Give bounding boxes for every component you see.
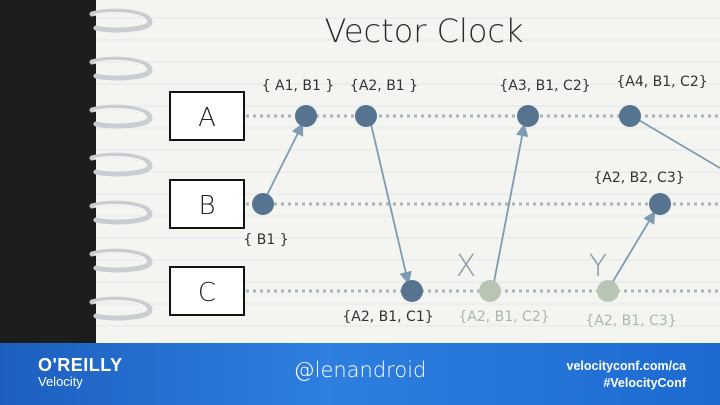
marker-x: X — [456, 249, 477, 284]
conference-url: velocityconf.com/ca — [566, 359, 687, 373]
event-label-b1: { B1 } — [243, 232, 288, 248]
oreilly-velocity-logo: O'REILLY Velocity — [38, 356, 123, 390]
event-label-a1: { A1, B1 } — [262, 78, 335, 94]
event-label-c3: {A2, B1, C3} — [585, 313, 676, 329]
event-dot-b2 — [649, 193, 671, 215]
event-label-c2: {A2, B1, C2} — [458, 309, 549, 325]
process-label-a: A — [198, 103, 216, 133]
conference-hashtag: #VelocityConf — [603, 376, 686, 390]
message-arrow-a2-c1 — [370, 123, 412, 285]
brand-name: O'REILLY — [38, 355, 123, 375]
event-dot-a4 — [619, 105, 641, 127]
event-label-a4: {A4, B1, C2} — [616, 74, 707, 90]
process-box-c — [169, 266, 245, 316]
event-dot-c2 — [479, 280, 501, 302]
spiral-binding — [89, 8, 153, 321]
event-label-a3: {A3, B1, C2} — [499, 78, 590, 94]
event-dot-a3 — [517, 105, 539, 127]
event-dot-a2 — [355, 105, 377, 127]
event-dot-c1 — [401, 280, 423, 302]
footer-bar — [0, 343, 720, 405]
message-arrow-b1-a1 — [265, 122, 304, 198]
event-label-a2: {A2, B1 } — [350, 78, 418, 94]
message-arrow-c2-a3 — [493, 123, 529, 283]
conference-info: velocityconf.com/ca #VelocityConf — [567, 358, 687, 392]
event-dot-c3 — [597, 280, 619, 302]
event-dot-b1 — [252, 193, 274, 215]
slide-title: Vector Clock — [324, 12, 523, 50]
dark-background — [0, 0, 100, 343]
brand-subtitle: Velocity — [38, 374, 83, 389]
event-dot-a1 — [295, 105, 317, 127]
message-arrow-c3-b2 — [611, 210, 656, 284]
marker-y: Y — [589, 249, 607, 284]
process-box-a — [169, 91, 245, 141]
message-arrow-a4-out — [636, 118, 720, 169]
process-box-b — [169, 179, 245, 229]
event-label-c1: {A2, B1, C1} — [342, 309, 433, 325]
process-label-b: B — [198, 191, 215, 221]
speaker-handle: @lenandroid — [293, 358, 427, 382]
process-label-c: C — [198, 278, 216, 308]
event-label-b2: {A2, B2, C3} — [593, 170, 684, 186]
